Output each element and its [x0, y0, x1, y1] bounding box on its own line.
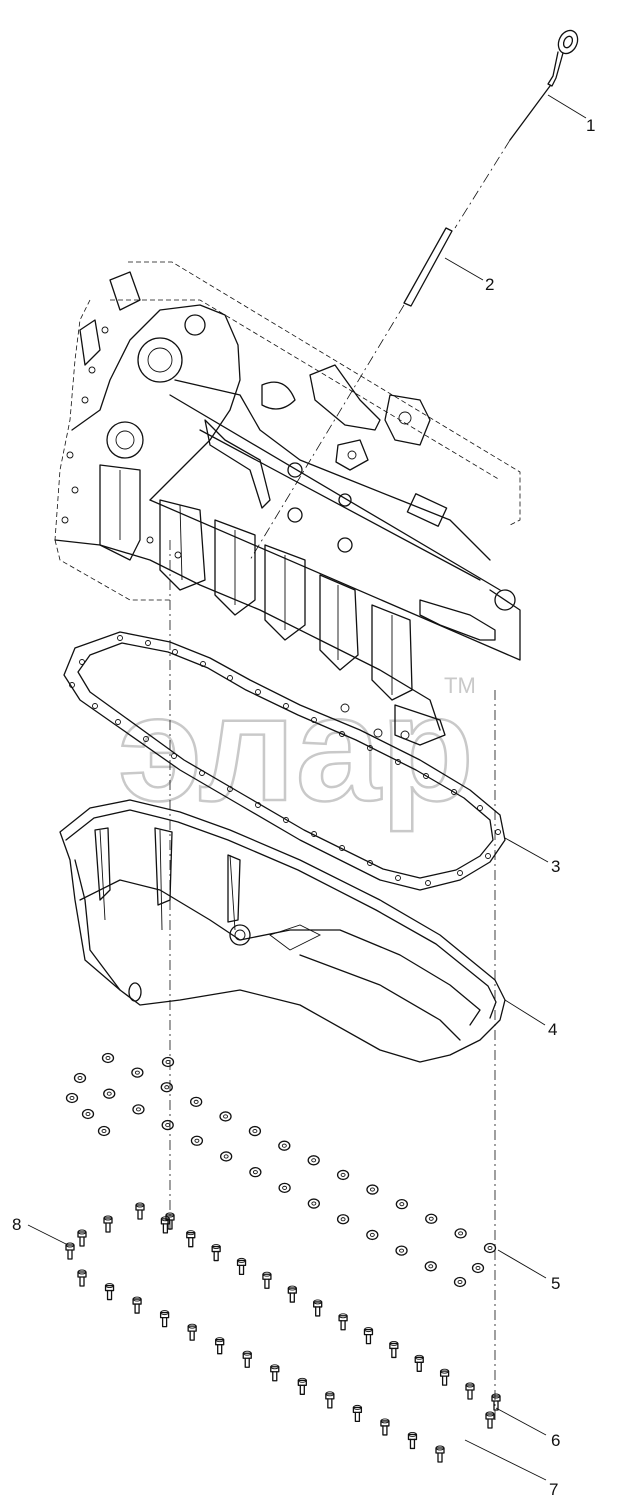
washer — [190, 1096, 203, 1107]
washer — [336, 1169, 350, 1181]
bolt — [491, 1393, 501, 1411]
callout-8: 8 — [12, 1215, 21, 1234]
bolt — [485, 1411, 495, 1429]
bolt — [338, 1313, 348, 1331]
bolt — [165, 1212, 175, 1230]
washer — [483, 1242, 497, 1254]
callout-4: 4 — [548, 1020, 557, 1039]
leader-4 — [504, 999, 546, 1026]
bolt — [439, 1368, 450, 1386]
callout-2: 2 — [485, 275, 494, 294]
washer — [81, 1108, 95, 1120]
bolt — [77, 1229, 87, 1247]
washer — [97, 1125, 111, 1137]
bolt — [215, 1337, 225, 1355]
callout-5: 5 — [551, 1274, 560, 1293]
bolt — [297, 1377, 307, 1395]
bolt — [325, 1391, 335, 1409]
washer — [278, 1182, 291, 1193]
washer — [103, 1088, 116, 1099]
washer — [307, 1155, 320, 1166]
bolts — [65, 1202, 501, 1463]
washer — [220, 1151, 233, 1162]
leader-7 — [464, 1439, 547, 1481]
leader-1 — [547, 94, 587, 119]
bolt — [414, 1354, 424, 1372]
bolt — [380, 1418, 390, 1436]
bolt — [313, 1299, 323, 1317]
bolt — [211, 1244, 221, 1262]
watermark: элар TM — [117, 663, 476, 834]
washer — [278, 1140, 291, 1151]
washer — [425, 1213, 438, 1224]
dipstick-tube — [249, 227, 453, 561]
washer — [65, 1092, 79, 1104]
callout-6: 6 — [551, 1431, 560, 1450]
washer — [424, 1261, 437, 1272]
washer — [248, 1125, 262, 1137]
washer — [471, 1262, 485, 1274]
washer — [73, 1072, 87, 1084]
dipstick — [454, 29, 579, 229]
washer — [454, 1228, 467, 1239]
washer — [366, 1229, 379, 1241]
alignment-lines — [169, 540, 496, 1420]
bolt — [77, 1269, 87, 1287]
leader-8 — [27, 1224, 69, 1246]
bolt — [65, 1242, 75, 1260]
bolt — [186, 1230, 196, 1248]
callout-7: 7 — [549, 1480, 558, 1499]
washer — [453, 1276, 467, 1288]
leader-5 — [497, 1249, 547, 1279]
callout-3: 3 — [551, 857, 560, 876]
washer — [336, 1214, 350, 1225]
bolt — [352, 1404, 363, 1423]
leader-2 — [444, 257, 484, 281]
bolt — [135, 1202, 145, 1220]
bolt — [363, 1327, 374, 1345]
watermark-tm: TM — [444, 673, 476, 698]
oil-pan — [59, 799, 506, 1063]
washer — [395, 1245, 408, 1256]
leader-3 — [504, 837, 549, 863]
washer — [132, 1104, 145, 1115]
washer — [160, 1082, 173, 1093]
bolt — [435, 1445, 445, 1463]
washer — [307, 1198, 320, 1209]
callout-labels: 1 2 3 4 5 6 7 8 — [12, 116, 595, 1499]
engine-block — [54, 261, 521, 746]
bolt — [287, 1285, 297, 1303]
bolt — [465, 1382, 475, 1400]
bolt — [103, 1215, 113, 1233]
washer — [395, 1199, 408, 1210]
callout-leaders — [27, 94, 587, 1481]
bolt — [104, 1283, 115, 1301]
washer — [190, 1135, 204, 1146]
washers — [65, 1052, 497, 1288]
washer — [161, 1119, 174, 1131]
bolt — [187, 1323, 197, 1341]
bolt — [242, 1350, 252, 1368]
bolt — [389, 1341, 399, 1359]
oil-pan-gasket — [63, 631, 506, 891]
washer — [249, 1167, 262, 1178]
washer — [366, 1184, 379, 1195]
bolt — [236, 1257, 247, 1276]
bolt — [159, 1310, 170, 1328]
washer — [131, 1067, 144, 1078]
bolt — [407, 1432, 418, 1450]
washer — [161, 1056, 175, 1068]
washer — [219, 1111, 232, 1122]
leader-6 — [495, 1407, 547, 1436]
callout-1: 1 — [586, 116, 595, 135]
bolt — [132, 1296, 142, 1314]
watermark-text: элар — [118, 664, 474, 832]
bolt — [262, 1271, 272, 1289]
bolt — [270, 1364, 280, 1382]
washer — [101, 1052, 115, 1064]
